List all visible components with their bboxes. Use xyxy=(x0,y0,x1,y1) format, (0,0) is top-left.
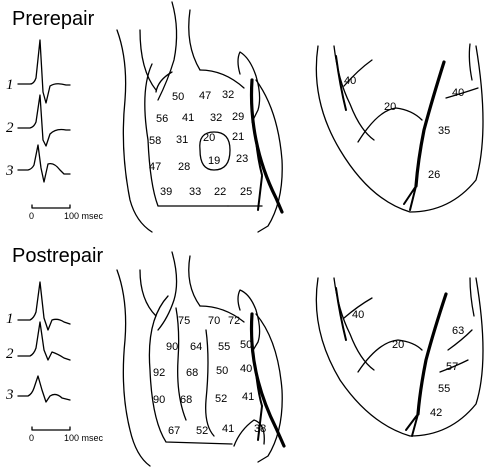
pre-rv-value-r3c3: 20 xyxy=(203,132,215,144)
post-septal-value-4: 57 xyxy=(446,361,458,373)
post-rv-values: 75 70 72 90 64 55 50 92 68 50 40 90 68 5… xyxy=(153,315,266,437)
post-scale-end-label: 100 msec xyxy=(64,433,104,443)
post-rv-value-r5c4: 38 xyxy=(254,423,266,435)
pre-right-ventricle-diagram xyxy=(116,1,284,233)
pre-ecg-trace-2 xyxy=(17,94,71,147)
post-rv-value-r1c1: 75 xyxy=(178,315,190,327)
post-rv-value-r1c2: 70 xyxy=(208,315,220,327)
post-ecg-trace-2 xyxy=(17,321,71,361)
pre-rv-value-r2c2: 41 xyxy=(182,112,194,124)
pre-rv-value-r5c1: 39 xyxy=(160,186,172,198)
post-lead-label-2: 2 xyxy=(6,346,14,362)
pre-rv-value-r2c1: 56 xyxy=(156,113,168,125)
pre-rv-value-r4c2: 28 xyxy=(178,161,190,173)
pre-rv-value-r3c1: 58 xyxy=(149,135,161,147)
pre-septal-value-5: 26 xyxy=(428,169,440,181)
pre-ecg-trace-3 xyxy=(17,144,71,183)
pre-scale-start-label: 0 xyxy=(29,211,35,221)
pre-rv-value-r3c2: 31 xyxy=(176,134,188,146)
post-rv-value-r2c2: 64 xyxy=(190,341,202,353)
pre-rv-value-r4c3: 19 xyxy=(208,155,220,167)
post-septal-value-2: 20 xyxy=(392,339,404,351)
pre-scale-bar xyxy=(31,204,71,209)
pre-rv-value-r4c4: 23 xyxy=(236,153,248,165)
post-rv-value-r1c3: 72 xyxy=(228,315,240,327)
pre-scale-end-label: 100 msec xyxy=(64,211,104,221)
pre-rv-value-r4c1: 47 xyxy=(149,161,161,173)
post-septal-value-5: 55 xyxy=(438,383,450,395)
post-rv-value-r4c3: 52 xyxy=(215,393,227,405)
pre-rv-value-r1c3: 32 xyxy=(222,89,234,101)
pre-rv-value-r1c1: 50 xyxy=(172,91,184,103)
post-rv-value-r4c4: 41 xyxy=(242,391,254,403)
post-rv-value-r2c4: 50 xyxy=(240,339,252,351)
post-ecg-traces xyxy=(17,281,71,403)
postrepair-title: Postrepair xyxy=(12,245,104,267)
post-septal-value-1: 40 xyxy=(352,309,364,321)
post-scale-bar xyxy=(31,426,71,431)
post-septal-values: 40 20 63 57 55 42 xyxy=(352,309,464,419)
pre-septal-value-2: 20 xyxy=(384,101,396,113)
post-lead-label-1: 1 xyxy=(6,311,14,327)
post-septal-value-3: 63 xyxy=(452,325,464,337)
post-rv-value-r3c2: 68 xyxy=(186,367,198,379)
post-rv-value-r5c2: 52 xyxy=(196,425,208,437)
pre-rv-value-r5c2: 33 xyxy=(189,186,201,198)
pre-rv-value-r2c4: 29 xyxy=(232,111,244,123)
pre-septal-value-4: 35 xyxy=(438,125,450,137)
pre-ecg-trace-1 xyxy=(17,39,71,104)
pre-lead-label-3: 3 xyxy=(6,163,14,179)
pre-septal-values: 40 20 40 35 26 xyxy=(344,75,464,181)
post-rv-value-r3c3: 50 xyxy=(216,365,228,377)
pre-lead-label-1: 1 xyxy=(6,77,14,93)
pre-lead-label-2: 2 xyxy=(6,120,14,136)
post-rv-value-r2c1: 90 xyxy=(166,341,178,353)
post-scale-start-label: 0 xyxy=(29,433,35,443)
post-septal-diagram xyxy=(315,277,484,437)
post-rv-value-r5c3: 41 xyxy=(222,423,234,435)
pre-rv-value-r1c2: 47 xyxy=(199,90,211,102)
post-ecg-trace-1 xyxy=(17,281,71,331)
pre-rv-values: 50 47 32 56 41 32 29 58 31 20 21 47 28 1… xyxy=(149,89,252,198)
pre-rv-value-r5c3: 22 xyxy=(214,186,226,198)
post-rv-value-r2c3: 55 xyxy=(218,341,230,353)
postrepair-panel: 75 70 72 90 64 55 50 92 68 50 40 90 68 5… xyxy=(17,251,484,467)
prerepair-panel: 50 47 32 56 41 32 29 58 31 20 21 47 28 1… xyxy=(17,1,484,233)
post-rv-value-r3c4: 40 xyxy=(240,363,252,375)
post-rv-value-r4c2: 68 xyxy=(180,394,192,406)
pre-rv-value-r3c4: 21 xyxy=(232,131,244,143)
post-lead-label-3: 3 xyxy=(6,387,14,403)
pre-ecg-traces xyxy=(17,39,71,183)
pre-septal-value-1: 40 xyxy=(344,75,356,87)
pre-rv-value-r5c4: 25 xyxy=(240,186,252,198)
pre-rv-value-r2c3: 32 xyxy=(210,112,222,124)
pre-septal-value-3: 40 xyxy=(452,87,464,99)
post-right-ventricle-diagram xyxy=(116,251,286,467)
prerepair-title: Prerepair xyxy=(12,8,95,30)
post-rv-value-r3c1: 92 xyxy=(153,367,165,379)
post-ecg-trace-3 xyxy=(17,375,71,403)
pre-septal-diagram xyxy=(315,43,484,213)
post-septal-value-6: 42 xyxy=(430,407,442,419)
post-rv-value-r5c1: 67 xyxy=(168,425,180,437)
post-rv-value-r4c1: 90 xyxy=(153,394,165,406)
